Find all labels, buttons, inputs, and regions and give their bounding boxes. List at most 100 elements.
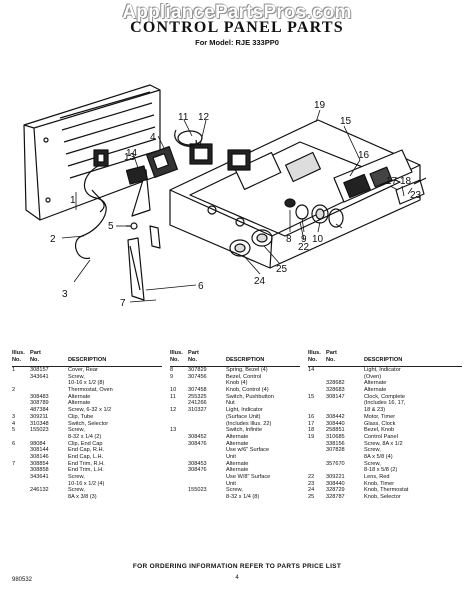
part-number: 308854 [30,460,49,467]
table-row: 338156 Screw, 8A x 1/2 [308,441,462,448]
part-description: 8A x 3/8 (3) [68,494,97,501]
part-description: Screw, [226,487,243,494]
part-number: 343641 [30,474,49,480]
header-part: Part [188,350,199,356]
header-description: DESCRIPTION [68,357,107,363]
part-number: 310685 [326,433,345,440]
rear-cover-drawing [23,84,161,221]
illus-number: 25 [308,494,315,501]
table-row: Use w/6" Surface [170,447,300,454]
illus-number: 6 [12,440,16,447]
model-line: For Model: RJE 333PP0 [195,38,279,47]
part-description: (Includes 16, 17, [364,400,406,407]
part-number: 357670 [326,460,345,467]
part-number: 338156 [326,440,345,447]
table-row: (Includes Illus. 22) [170,421,300,428]
page-title: CONTROL PANEL PARTS [130,19,344,36]
illus-number: 12 [170,407,177,414]
part-number: 308144 [30,447,49,454]
header-part-no: No. [326,357,336,363]
part-number: 328683 [326,387,345,394]
part-description: End Cap, L.H. [68,453,104,460]
part-description: 8-18 x 5/8 (2) [364,467,398,474]
header-description: DESCRIPTION [364,357,403,363]
part-description: Nut [226,400,235,407]
part-description: Alternate [364,380,387,387]
callout-9: 9 [301,234,307,245]
part-number: 308146 [30,453,49,460]
part-number: 246132 [30,487,49,494]
part-number: 343641 [30,373,49,380]
illus-number: 8 [170,367,174,373]
part-description: Screw, 8A x 1/2 [364,440,403,447]
illus-number: 18 [308,427,315,434]
part-description: Unit [226,480,236,487]
part-description: Knob, Selector [364,494,401,501]
part-description: End Cap, R.H. [68,447,105,454]
callout-1: 1 [70,195,76,206]
illus-number: 14 [308,367,315,373]
table-row: 8A x 3/8 (3) [12,494,162,501]
illus-number: 4 [12,420,16,427]
part-number: 309221 [326,474,345,480]
callout-5: 5 [108,221,114,232]
callout-25: 25 [276,264,288,275]
part-description: Screw, [68,474,85,480]
part-description: End Trim, R.H. [68,460,105,467]
callout-13: 13 [124,152,136,163]
table-row: Unit [170,454,300,461]
header-no: No. [12,357,22,363]
part-description: Use w/6" Surface [226,447,270,454]
table-row: 308144 End Cap, R.H. [12,447,162,454]
illus-number: 7 [12,460,16,467]
part-description: Knob (4) [226,380,248,387]
part-description: Screw, [68,487,85,494]
table-row: Unit [170,481,300,488]
illus-number: 2 [12,387,16,394]
part-description: Bezel, Knob [364,427,395,434]
part-description: Control Panel [364,433,398,440]
part-description: Motor, Timer [364,413,396,420]
illus-number: 15 [308,393,315,400]
callout-22: 22 [298,242,310,253]
part-description: 8-32 x 1/4 (2) [68,433,102,440]
table-row: 308146 End Cap, L.H. [12,454,162,461]
header-part: Part [326,350,337,356]
part-description: Alternate [68,400,91,407]
table-row: 343641 Screw, [12,474,162,481]
part-description: Clip, End Cap [68,440,103,447]
illus-number: 10 [170,387,177,394]
ordering-note: FOR ORDERING INFORMATION REFER TO PARTS … [132,563,342,570]
part-number: 310348 [30,420,49,427]
part-number: 308858 [30,467,49,474]
callout-7: 7 [120,298,126,309]
part-description: 10-16 x 1/2 (8) [68,380,105,387]
part-description: 8-32 x 1/4 (8) [226,494,260,501]
part-number: 308440 [326,480,345,487]
table-row: 8-32 x 1/4 (2) [12,434,162,441]
part-number: 309211 [30,413,49,420]
part-description: Alternate [226,440,249,447]
part-number: 307458 [188,387,207,394]
part-description: Clock, Complete [364,393,406,400]
